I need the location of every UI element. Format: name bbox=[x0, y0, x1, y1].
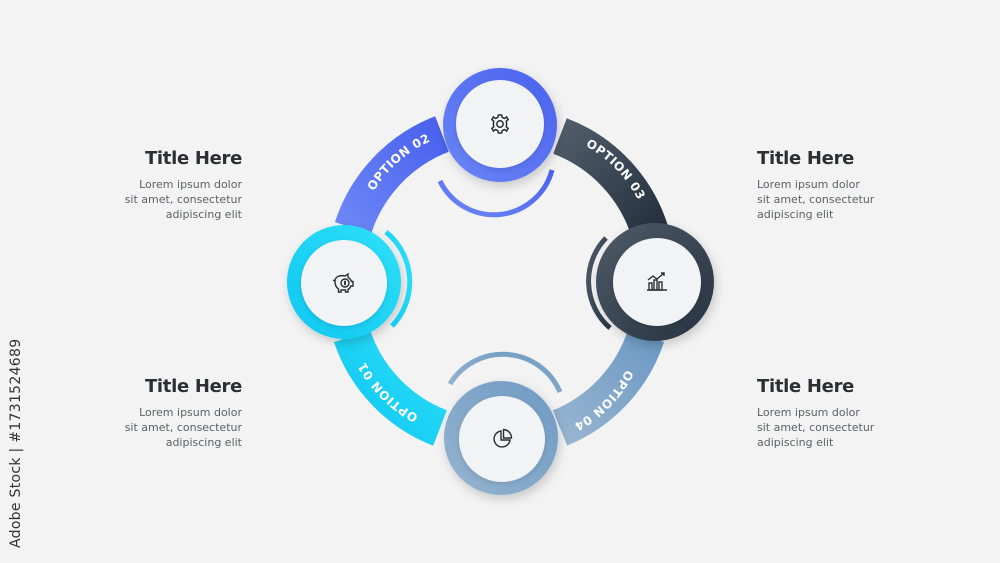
text-block-top-right: Title Here Lorem ipsum dolor sit amet, c… bbox=[757, 148, 977, 222]
node-pie bbox=[444, 351, 563, 495]
text-block-body: Lorem ipsum dolor sit amet, consectetur … bbox=[124, 178, 242, 221]
node-chart bbox=[586, 223, 714, 341]
text-block-body: Lorem ipsum dolor sit amet, consectetur … bbox=[124, 406, 242, 449]
stock-watermark: Adobe Stock | #1731524689 bbox=[8, 338, 24, 548]
text-block-bottom-left: Title Here Lorem ipsum dolor sit amet, c… bbox=[22, 376, 243, 450]
gear-icon bbox=[490, 114, 510, 134]
option-02-arc bbox=[334, 116, 450, 235]
text-block-body: Lorem ipsum dolor sit amet, consectetur … bbox=[757, 178, 875, 221]
pie-chart-icon bbox=[493, 428, 513, 448]
text-block-title: Title Here bbox=[757, 376, 855, 397]
text-block-title: Title Here bbox=[757, 148, 855, 169]
piggy-bank-icon bbox=[332, 272, 354, 293]
text-block-top-left: Title Here Lorem ipsum dolor sit amet, c… bbox=[22, 148, 243, 222]
option-01-arc bbox=[333, 329, 448, 446]
text-block-title: Title Here bbox=[144, 376, 242, 397]
text-block-bottom-right: Title Here Lorem ipsum dolor sit amet, c… bbox=[757, 376, 977, 450]
node-piggy-bank bbox=[287, 225, 413, 339]
node-gear bbox=[437, 68, 557, 218]
bar-chart-growth-icon bbox=[647, 272, 667, 291]
text-block-title: Title Here bbox=[144, 148, 242, 169]
option-03-arc bbox=[552, 118, 669, 239]
option-04-arc bbox=[552, 329, 665, 446]
text-block-body: Lorem ipsum dolor sit amet, consectetur … bbox=[757, 406, 875, 449]
